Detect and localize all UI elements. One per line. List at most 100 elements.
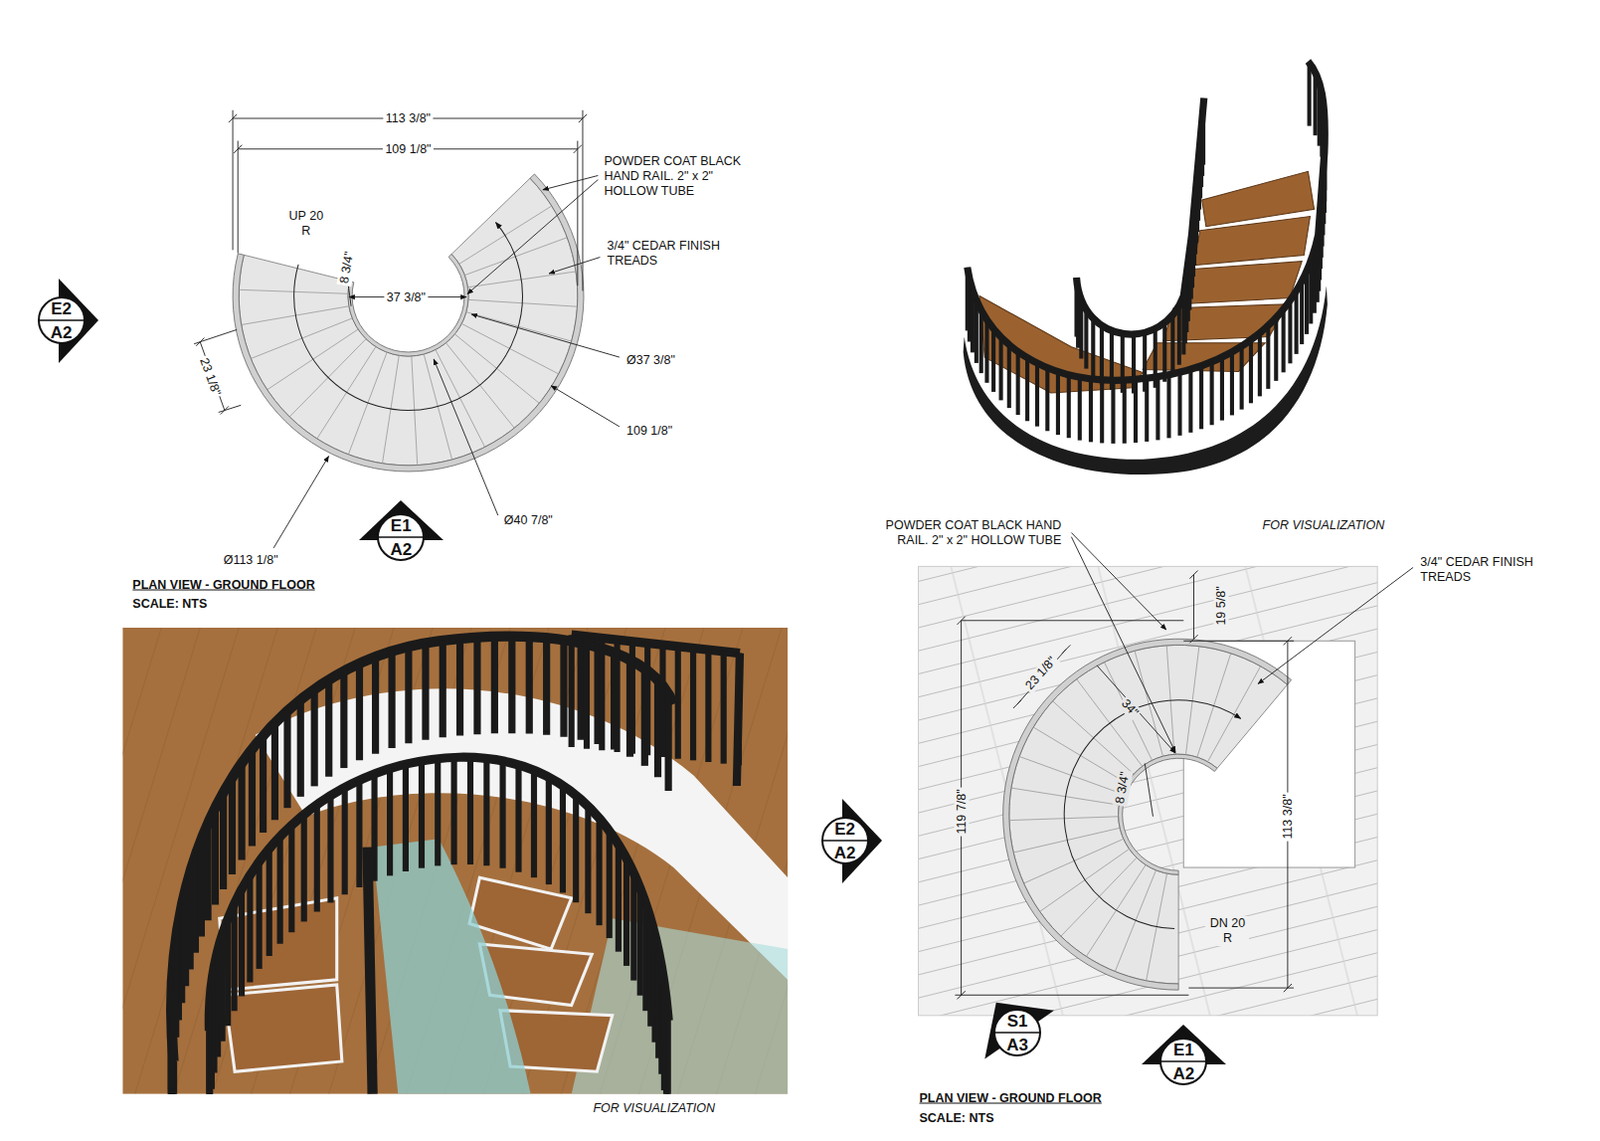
baluster	[434, 758, 441, 867]
dimension-tick	[956, 990, 965, 999]
baluster	[1313, 72, 1318, 137]
baluster	[266, 848, 273, 956]
tread-line	[1103, 662, 1152, 761]
baluster	[970, 289, 975, 354]
baluster	[1199, 365, 1204, 430]
baluster	[219, 933, 226, 1042]
baluster	[559, 639, 567, 736]
marker-divider	[1160, 1060, 1207, 1063]
baluster	[1056, 371, 1061, 436]
baluster	[228, 777, 236, 875]
marker-divider	[38, 319, 85, 322]
baluster	[1088, 378, 1093, 443]
leader-line	[1257, 566, 1414, 684]
baluster	[451, 756, 458, 865]
dimension: 37 3/8"	[384, 289, 428, 305]
baluster	[1177, 305, 1182, 365]
inner-handrail	[348, 253, 469, 356]
baluster	[720, 651, 727, 764]
baluster	[246, 875, 253, 983]
dimension: 113 3/8"	[383, 111, 433, 127]
cedar-tread	[224, 984, 343, 1071]
walking-line	[294, 222, 524, 411]
dimension-tick	[573, 145, 582, 154]
baluster	[238, 888, 245, 997]
leader-line	[548, 257, 600, 274]
baluster	[1307, 62, 1312, 127]
baluster	[467, 756, 474, 865]
sheet-reference: E1	[370, 517, 431, 534]
dimension: 23 1/8"	[195, 354, 225, 400]
leader-line	[542, 175, 598, 189]
baluster	[219, 792, 227, 889]
floor-board	[212, 627, 356, 1094]
baluster	[1025, 357, 1030, 422]
dimension-line	[1144, 762, 1153, 816]
dimension: 109 1/8"	[382, 141, 433, 157]
baluster	[1201, 105, 1206, 166]
dimension: Ø37 3/8"	[624, 353, 678, 368]
baluster	[665, 1015, 672, 1094]
leader-line	[1070, 533, 1166, 630]
section-marker: E1A2	[1153, 1031, 1214, 1091]
view-title: PLAN VIEW - GROUND FLOOR	[917, 1090, 1104, 1106]
handrail	[571, 634, 740, 653]
handrail	[171, 636, 674, 1062]
stair-plan	[232, 174, 584, 472]
baluster	[211, 807, 219, 904]
baluster	[1083, 309, 1088, 369]
baluster	[583, 636, 590, 749]
material-note: 3/4" CEDAR FINISH TREADS	[1418, 554, 1552, 585]
view-note: FOR VISUALIZATION	[1260, 518, 1388, 534]
sheet-reference: A3	[987, 1036, 1048, 1054]
baluster	[1188, 368, 1193, 433]
baluster	[675, 646, 682, 759]
dimension-tick	[956, 616, 965, 625]
sheet-reference: A2	[370, 540, 431, 558]
baluster	[629, 641, 636, 754]
baluster	[1131, 334, 1136, 394]
direction-note: UP 20 R	[284, 208, 329, 239]
section-marker: E2A2	[815, 810, 876, 871]
baluster	[259, 735, 267, 833]
baluster	[991, 328, 996, 392]
glass-panel	[372, 838, 532, 1093]
baluster	[500, 760, 507, 869]
dimension-tick	[1062, 644, 1070, 653]
newel-post	[367, 847, 373, 1094]
material-note: POWDER COAT BLACK HAND RAIL. 2" x 2" HOL…	[601, 154, 745, 199]
floor-board	[122, 627, 239, 1094]
walking-line	[1064, 700, 1241, 929]
baluster	[1304, 270, 1309, 335]
glass-panel	[571, 917, 788, 1093]
baluster	[572, 795, 579, 903]
leader-line	[550, 385, 620, 427]
baluster	[1230, 352, 1235, 416]
baluster	[630, 873, 637, 981]
extension-line	[237, 141, 239, 254]
baluster	[984, 319, 989, 383]
baluster	[1162, 322, 1167, 382]
wood-floor	[122, 627, 788, 1094]
scale-note: SCALE: NTS	[917, 1109, 997, 1125]
dimension-tick	[1189, 634, 1198, 643]
dimension: 8 3/4"	[336, 248, 357, 287]
baluster	[203, 823, 211, 920]
render-view	[122, 627, 788, 1094]
outer-handrail	[232, 174, 584, 472]
baluster	[314, 804, 321, 912]
extension-line	[961, 619, 1185, 621]
baluster	[508, 636, 516, 733]
marker-divider	[994, 1032, 1041, 1035]
marker-divider	[377, 535, 424, 538]
baluster	[644, 642, 651, 755]
baluster	[288, 824, 295, 932]
baluster	[297, 699, 305, 796]
baluster	[1153, 328, 1158, 388]
leader-line	[471, 314, 620, 357]
baluster	[1240, 346, 1245, 410]
marker-shape	[987, 1002, 1048, 1063]
marker-arrow	[961, 977, 1055, 1060]
dimension: 109 1/8"	[624, 423, 675, 439]
baluster	[1210, 361, 1215, 426]
